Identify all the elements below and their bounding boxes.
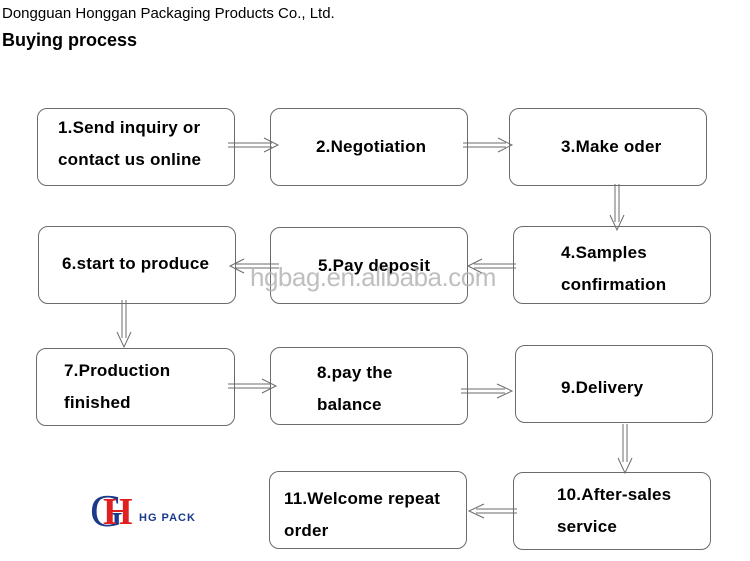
arrow-6-to-7: [116, 300, 132, 349]
step-2-label: 2.Negotiation: [316, 137, 427, 156]
step-4-label: 4.Samples confirmation: [561, 243, 667, 294]
arrow-7-to-8: [228, 378, 278, 394]
step-4-box: [513, 226, 711, 304]
step-1-box: [37, 108, 235, 186]
step-9-box: [515, 345, 713, 423]
step-3-label: 3.Make oder: [561, 137, 662, 156]
logo-text: HG PACK: [139, 512, 196, 524]
watermark: hgbag.en.alibaba.com: [250, 262, 496, 292]
step-5-label: 5.Pay deposit: [318, 256, 431, 275]
arrow-2-to-3: [463, 137, 514, 153]
step-6-box: [38, 226, 236, 304]
step-8-label: 8.pay the balance: [317, 363, 393, 414]
company-logo: G H HG PACK: [90, 488, 200, 538]
arrow-1-to-2: [228, 137, 280, 153]
step-7-box: [36, 348, 235, 426]
step-7-label: 7.Production finished: [64, 361, 171, 412]
logo-g-mark: G: [90, 485, 124, 536]
arrow-10-to-11: [467, 503, 517, 519]
step-3-box: [509, 108, 707, 186]
step-11-label: 11.Welcome repeat order: [284, 489, 441, 540]
arrow-4-to-5: [466, 258, 516, 274]
step-6-label: 6.start to produce: [62, 254, 210, 273]
step-1-label: 1.Send inquiry or contact us online: [58, 118, 202, 169]
arrow-5-to-6: [228, 258, 279, 274]
step-10-label: 10.After-sales service: [557, 485, 672, 536]
arrow-8-to-9: [461, 383, 514, 399]
logo-h-mark: H: [103, 491, 133, 533]
arrow-9-to-10: [617, 424, 633, 475]
step-5-box: [270, 227, 468, 304]
step-10-box: [513, 472, 711, 550]
step-11-box: [269, 471, 467, 549]
company-name: Dongguan Honggan Packaging Products Co.,…: [2, 5, 335, 22]
step-8-box: [270, 347, 468, 425]
arrow-3-to-4: [609, 184, 625, 232]
step-9-label: 9.Delivery: [561, 378, 644, 397]
page-title: Buying process: [2, 30, 138, 50]
